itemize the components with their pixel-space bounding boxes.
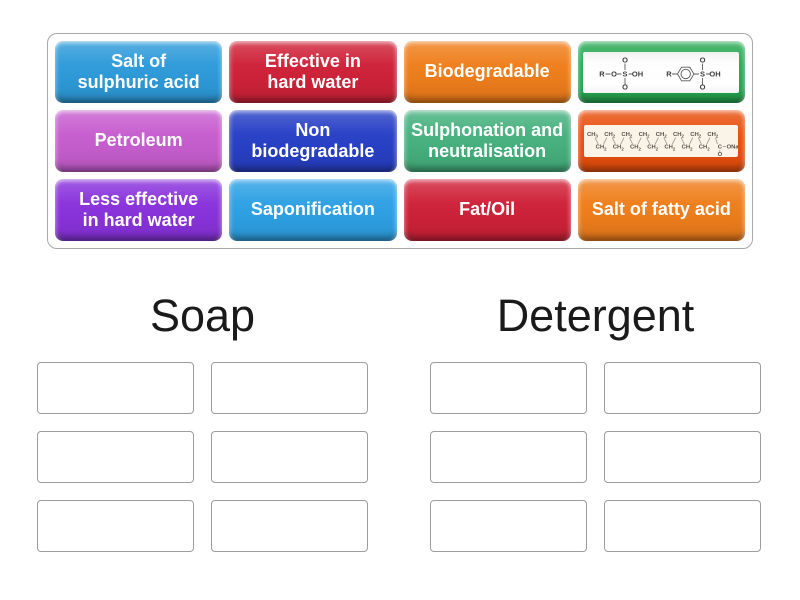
tile-salt-of-fatty-acid[interactable]: Salt of fatty acid bbox=[577, 179, 745, 241]
tile-label: Non biodegradable bbox=[251, 119, 375, 162]
chem-r: R bbox=[600, 69, 606, 78]
svg-text:CH2: CH2 bbox=[648, 145, 660, 152]
svg-text:CH2: CH2 bbox=[613, 145, 625, 152]
svg-text:CH2: CH2 bbox=[630, 145, 642, 152]
svg-text:CH2: CH2 bbox=[639, 132, 651, 139]
tile-petroleum[interactable]: Petroleum bbox=[55, 110, 223, 172]
tile-fat-oil[interactable]: Fat/Oil bbox=[403, 179, 571, 241]
chem-oh2: OH bbox=[710, 69, 721, 78]
tile-biodegradable[interactable]: Biodegradable bbox=[403, 41, 571, 103]
chem-o-bottom2: O bbox=[700, 82, 706, 91]
soap-drop-slot-5[interactable] bbox=[37, 500, 194, 552]
tile-label: Salt of sulphuric acid bbox=[77, 50, 200, 93]
soap-slots bbox=[37, 362, 368, 552]
tile-salt-of-sulphuric-acid[interactable]: Salt of sulphuric acid bbox=[55, 41, 223, 103]
tile-effective-in-hard-water[interactable]: Effective in hard water bbox=[229, 41, 397, 103]
svg-text:O: O bbox=[718, 152, 723, 157]
tile-label: Effective in hard water bbox=[264, 50, 361, 93]
tile-detergent-structure-image[interactable]: R O S OH O O R bbox=[577, 41, 745, 103]
tile-label: Petroleum bbox=[94, 130, 183, 151]
tile-label: Salt of fatty acid bbox=[591, 199, 731, 220]
svg-text:CH2: CH2 bbox=[673, 132, 685, 139]
svg-text:CH2: CH2 bbox=[656, 132, 668, 139]
svg-text:CH2: CH2 bbox=[691, 132, 703, 139]
chem-o: O bbox=[611, 69, 617, 78]
chem-oh: OH bbox=[632, 69, 643, 78]
svg-text:CH2: CH2 bbox=[708, 132, 720, 139]
svg-text:ONa: ONa bbox=[727, 145, 738, 151]
group-title-soap: Soap bbox=[149, 290, 256, 341]
svg-text:CH2: CH2 bbox=[699, 145, 711, 152]
tile-label: Less effective in hard water bbox=[79, 188, 199, 231]
chem-s2: S bbox=[700, 69, 705, 78]
detergent-drop-slot-2[interactable] bbox=[604, 362, 761, 414]
detergent-slots bbox=[430, 362, 761, 552]
svg-text:CH2: CH2 bbox=[596, 145, 608, 152]
svg-text:CH2: CH2 bbox=[605, 132, 617, 139]
chem-r2: R bbox=[667, 69, 673, 78]
soap-drop-slot-3[interactable] bbox=[37, 431, 194, 483]
soap-drop-slot-6[interactable] bbox=[211, 500, 368, 552]
group-detergent: Detergent bbox=[430, 286, 761, 552]
svg-text:CH2: CH2 bbox=[622, 132, 634, 139]
detergent-drop-slot-6[interactable] bbox=[604, 500, 761, 552]
tile-label: Biodegradable bbox=[424, 61, 550, 82]
group-soap: Soap bbox=[37, 286, 368, 552]
group-title-detergent: Detergent bbox=[496, 290, 695, 341]
soap-drop-slot-2[interactable] bbox=[211, 362, 368, 414]
sulphonic-acid-structures-image: R O S OH O O R bbox=[583, 51, 740, 93]
chem-o-top2: O bbox=[700, 55, 706, 64]
detergent-drop-slot-3[interactable] bbox=[430, 431, 587, 483]
svg-text:CH2: CH2 bbox=[665, 145, 677, 152]
tile-less-effective-in-hard-water[interactable]: Less effective in hard water bbox=[55, 179, 223, 241]
svg-text:C: C bbox=[718, 145, 723, 151]
detergent-drop-slot-4[interactable] bbox=[604, 431, 761, 483]
tile-label: Saponification bbox=[250, 199, 375, 220]
tile-label: Fat/Oil bbox=[459, 199, 516, 220]
tile-saponification[interactable]: Saponification bbox=[229, 179, 397, 241]
tile-sulphonation-and-neutralisation[interactable]: Sulphonation and neutralisation bbox=[403, 110, 571, 172]
detergent-drop-slot-5[interactable] bbox=[430, 500, 587, 552]
tile-non-biodegradable[interactable]: Non biodegradable bbox=[229, 110, 397, 172]
answer-tray: Salt of sulphuric acid Effective in hard… bbox=[47, 33, 753, 249]
chem-o-bottom: O bbox=[622, 82, 628, 91]
svg-text:CH2: CH2 bbox=[682, 145, 694, 152]
soap-drop-slot-1[interactable] bbox=[37, 362, 194, 414]
soap-drop-slot-4[interactable] bbox=[211, 431, 368, 483]
chem-s: S bbox=[623, 69, 628, 78]
detergent-drop-slot-1[interactable] bbox=[430, 362, 587, 414]
svg-text:CH3: CH3 bbox=[587, 132, 599, 139]
chem-o-top: O bbox=[622, 55, 628, 64]
tile-label: Sulphonation and neutralisation bbox=[411, 119, 564, 162]
